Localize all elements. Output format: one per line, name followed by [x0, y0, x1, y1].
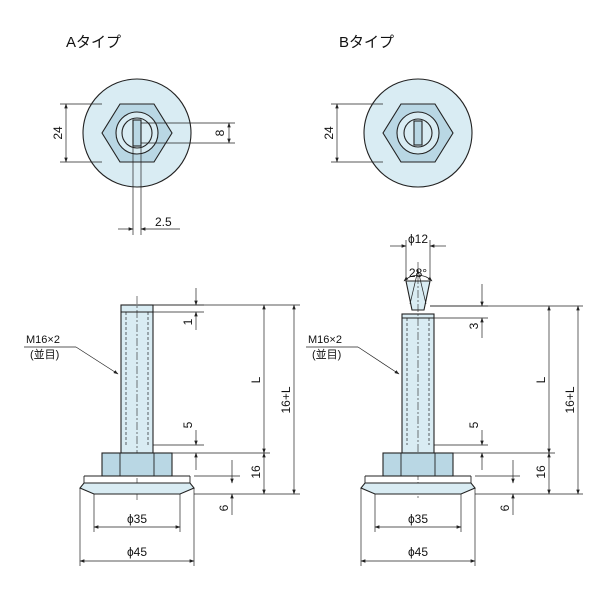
type-b-tip	[413, 120, 423, 146]
type-a-slot-width-dim: 8	[213, 129, 227, 136]
type-b-base-outer-dim: ϕ45	[408, 545, 428, 559]
type-a-base	[79, 482, 195, 495]
type-b-top-view: Bタイプ 24	[322, 34, 473, 188]
type-b-base	[360, 482, 476, 495]
type-a-overall-dim: 16+L	[279, 386, 293, 413]
type-b-tip-angle-dim: 28°	[409, 266, 427, 280]
type-b-nut	[382, 452, 454, 477]
type-b-side-view: ϕ12 28° M16×2 (並目) 3 5 L 16+L 16 6	[306, 232, 583, 566]
type-a-length-dim: L	[249, 376, 263, 383]
type-a-thread-end-dim: 5	[181, 421, 195, 428]
type-a-hex-height-dim: 24	[51, 126, 65, 140]
type-a-slot	[132, 119, 142, 147]
type-b-base-thickness-dim: 6	[498, 504, 512, 511]
type-a-base-inner-dim: ϕ35	[127, 512, 147, 526]
type-b-tip-length-dim: 3	[467, 322, 481, 329]
type-b-base-inner-dim: ϕ35	[408, 512, 428, 526]
type-a-base-outer-dim: ϕ45	[127, 545, 147, 559]
type-a-slot-offset-dim: 2.5	[155, 215, 172, 229]
type-b-hex-height-dim: 24	[322, 126, 336, 140]
type-a-top-chamfer-dim: 1	[181, 318, 195, 325]
type-b-title: Bタイプ	[339, 34, 394, 51]
type-a-side-view: M16×2 (並目) 1 5 L 16+L 16 6 ϕ35 ϕ45	[24, 288, 300, 566]
type-b-tip-dia-dim: ϕ12	[408, 232, 428, 246]
type-b-thread-end-dim: 5	[467, 421, 481, 428]
type-b-thread-note-2: (並目)	[312, 347, 341, 361]
type-a-hex-side-dim: 16	[249, 465, 263, 479]
type-b-overall-dim: 16+L	[563, 386, 577, 413]
type-a-base-thickness-dim: 6	[217, 504, 231, 511]
type-b-thread-note: M16×2	[308, 334, 342, 346]
type-a-nut	[101, 452, 173, 477]
type-a-thread-note: M16×2	[26, 334, 60, 346]
type-a-top-view: Aタイプ 24 8 2.5	[51, 34, 235, 235]
type-a-thread-note-2: (並目)	[30, 347, 59, 361]
type-b-hex-side-dim: 16	[534, 465, 548, 479]
type-a-title: Aタイプ	[66, 34, 121, 51]
type-b-length-dim: L	[534, 376, 548, 383]
